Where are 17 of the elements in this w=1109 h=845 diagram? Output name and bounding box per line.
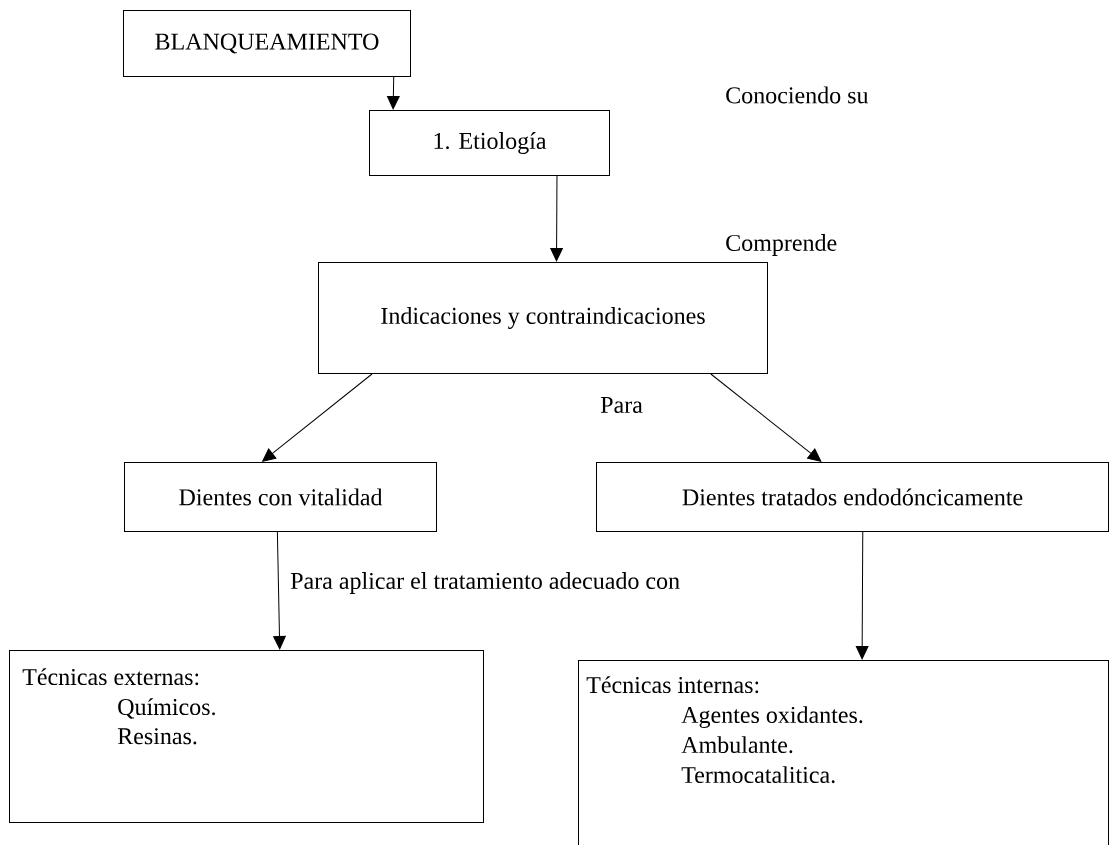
arrow (262, 373, 373, 462)
process-box: 1. Etiología (369, 110, 610, 176)
process-box: Dientes con vitalidad (124, 462, 437, 532)
arrow (855, 531, 869, 660)
list-box: Técnicas externas: Químicos. Resinas. (9, 650, 484, 823)
arrow (387, 76, 400, 110)
annotation-text: Conociendo su (726, 86, 869, 104)
arrow (550, 175, 563, 262)
annotation-text: Comprende (726, 234, 837, 256)
process-box: Dientes tratados endodóncicamente (596, 462, 1109, 532)
annotation-text: Para (600, 397, 643, 413)
arrow (273, 531, 286, 650)
process-box: Indicaciones y contraindicaciones (318, 262, 768, 374)
process-box: BLANQUEAMIENTO (123, 10, 411, 77)
arrow (710, 373, 822, 462)
list-box: Técnicas internas: Agentes oxidantes. Ambulante. Termocatalitica. (578, 660, 1109, 845)
annotation-text: Para aplicar el tratamiento adecuado con (290, 572, 680, 594)
